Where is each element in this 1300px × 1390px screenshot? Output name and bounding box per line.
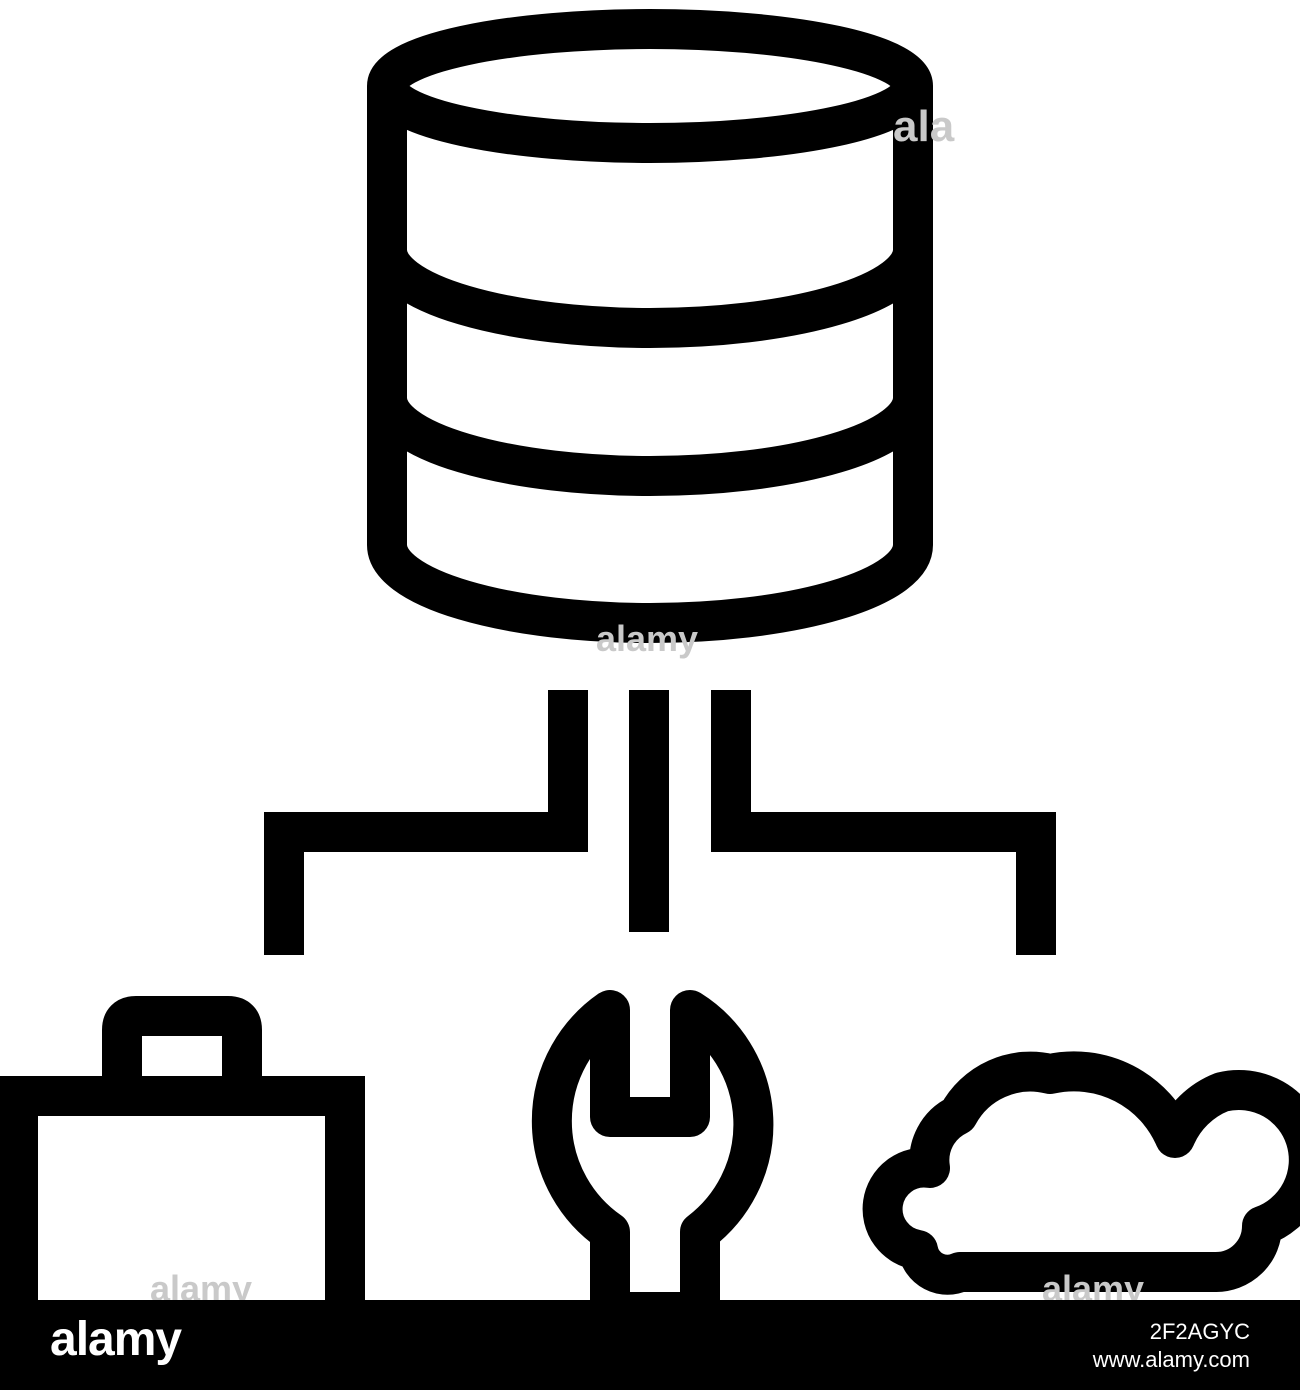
branch-connector-icon (264, 690, 1056, 955)
database-icon (367, 9, 933, 643)
cloud-icon (862, 1051, 1300, 1295)
footer-meta: 2F2AGYC www.alamy.com (1093, 1318, 1250, 1374)
briefcase-icon (0, 996, 365, 1300)
image-id-label: 2F2AGYC (1149, 1319, 1250, 1344)
footer-bar: alamy 2F2AGYC www.alamy.com (0, 1300, 1300, 1390)
database-services-illustration (0, 9, 1300, 1300)
site-url-link[interactable]: www.alamy.com (1092, 1347, 1250, 1372)
brand-logo[interactable]: alamy (50, 1313, 182, 1366)
wrench-icon (531, 990, 774, 1300)
